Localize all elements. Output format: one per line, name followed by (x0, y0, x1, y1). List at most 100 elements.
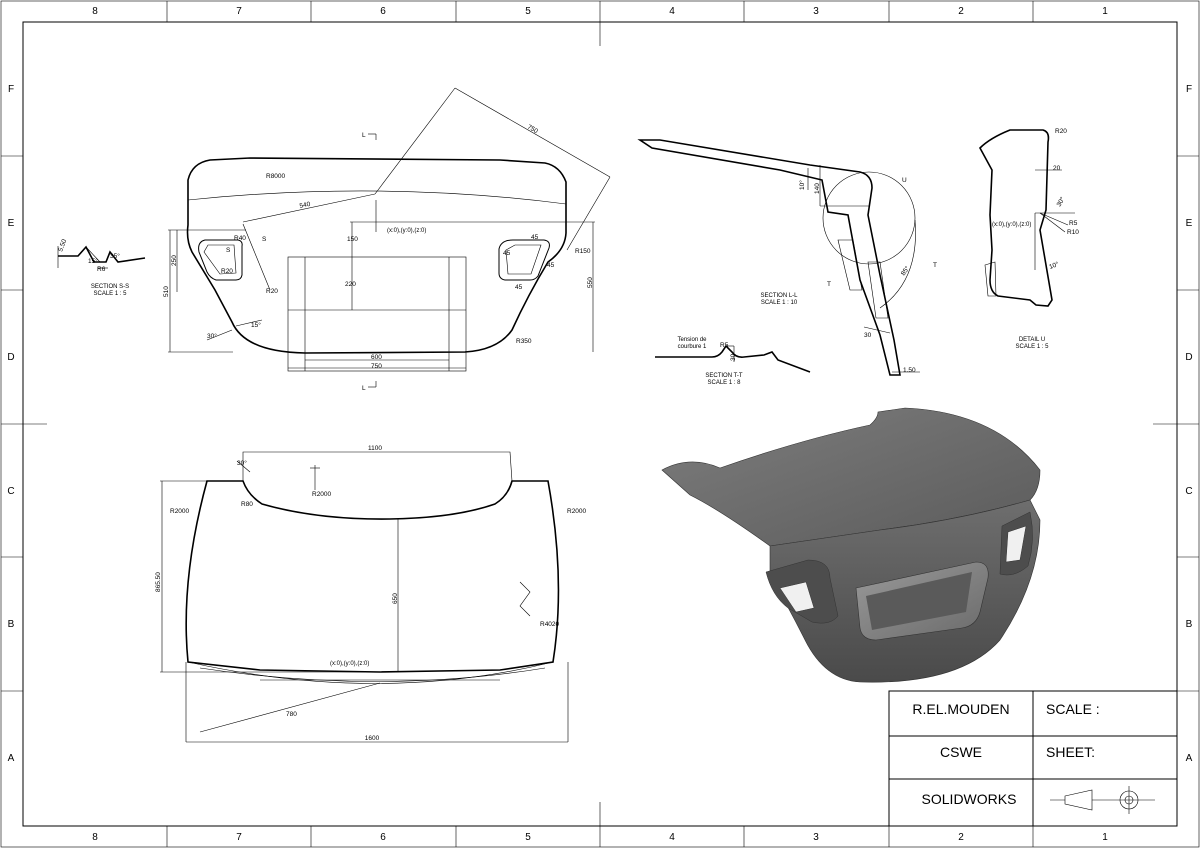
cut-label-s-1: S (226, 247, 231, 254)
dim-140: 140 (814, 183, 821, 194)
cut-label-t-1: T (827, 281, 831, 288)
zone-col-top-6: 3 (813, 6, 819, 17)
dim-780: 780 (286, 711, 297, 718)
dim-r5-detail: R5 (1069, 220, 1078, 227)
zone-row-right-b: B (1186, 619, 1193, 630)
dim-510: 510 (163, 286, 170, 297)
dim-r20-edge: R20 (266, 288, 278, 295)
dim-r150: R150 (575, 248, 591, 255)
zone-row-left-a: A (8, 753, 15, 764)
section-l-l-scale: SCALE 1 : 10 (761, 300, 798, 306)
dim-r10-detail: R10 (1067, 229, 1079, 236)
dim-r2000-left: R2000 (170, 508, 190, 515)
dim-600: 600 (371, 354, 382, 361)
zone-col-bottom-5: 4 (669, 832, 675, 843)
dim-150: 150 (347, 236, 358, 243)
dim-540: 540 (299, 201, 311, 210)
cut-label-l-bottom: L (362, 385, 366, 392)
zone-row-right-c: C (1185, 486, 1192, 497)
dim-1100: 1100 (368, 445, 382, 452)
zone-col-top-4: 5 (525, 6, 531, 17)
dim-5-50: 5.50 (57, 238, 68, 253)
dim-r80: R80 (241, 501, 253, 508)
dim-650: 650 (392, 593, 399, 604)
zone-col-bottom-1: 8 (92, 832, 98, 843)
detail-u-view: R20 20 30° (x:0),(y:0),(z:0) R5 R10 10° … (979, 128, 1079, 350)
zone-row-right-f: F (1186, 84, 1192, 95)
zone-col-top-8: 1 (1102, 6, 1108, 17)
dim-750: 750 (371, 363, 382, 370)
dim-r2000-right: R2000 (567, 508, 587, 515)
origin-coord-detail: (x:0),(y:0),(z:0) (992, 222, 1031, 228)
section-s-s-view: 5.50 15° R6 35° SECTION S-S SCALE 1 : 5 (57, 238, 146, 297)
zone-col-top-7: 2 (958, 6, 964, 17)
title-author: R.EL.MOUDEN (912, 701, 1009, 717)
zone-row-left-b: B (8, 619, 15, 630)
zone-col-bottom-8: 1 (1102, 832, 1108, 843)
section-t-t-title: SECTION T-T (705, 373, 743, 379)
dim-angle-30: 30° (207, 332, 217, 340)
dim-250: 250 (171, 255, 178, 266)
section-t-t-scale: SCALE 1 : 8 (707, 380, 741, 386)
dim-1600: 1600 (365, 735, 380, 742)
dim-45-right: 45 (547, 262, 555, 269)
cut-label-l-top: L (362, 132, 366, 139)
front-view: R8000 540 750 (x:0),(y:0),(z:0) 150 220 … (163, 87, 611, 392)
dim-45-bottom: 45 (515, 284, 523, 291)
section-t-t-view: Tension de courbure 1 R5 30 SECTION T-T … (655, 337, 811, 386)
dim-r40: R40 (234, 235, 246, 242)
dim-r8000: R8000 (266, 173, 286, 180)
dim-r6: R6 (97, 266, 106, 273)
cut-label-s-2: S (262, 236, 267, 243)
zone-col-bottom-3: 6 (380, 832, 386, 843)
zone-col-bottom-2: 7 (236, 832, 242, 843)
zone-row-left-c: C (7, 486, 14, 497)
zone-row-left-d: D (7, 352, 14, 363)
title-sheet-label: SHEET: (1046, 744, 1095, 760)
dim-angle-30-top: 30° (237, 459, 247, 467)
zone-col-bottom-4: 5 (525, 832, 531, 843)
dim-r4020: R4020 (540, 621, 560, 628)
title-software: SOLIDWORKS (922, 791, 1017, 807)
dim-angle-15-ss: 15° (88, 257, 98, 265)
projection-symbol-icon (1050, 786, 1155, 814)
dim-750-diagonal: 750 (526, 124, 539, 136)
zone-col-bottom-6: 3 (813, 832, 819, 843)
dim-220: 220 (345, 281, 356, 288)
title-certification: CSWE (940, 744, 982, 760)
dim-550: 550 (587, 277, 594, 288)
top-view: 1100 30° R2000 R80 R2000 R2000 865.50 65… (155, 445, 587, 743)
tension-label-1: Tension de (677, 337, 707, 343)
zone-row-left-f: F (8, 84, 14, 95)
dim-45-left: 45 (503, 250, 511, 257)
section-s-s-scale: SCALE 1 : 5 (93, 291, 127, 297)
zone-row-right-a: A (1186, 753, 1193, 764)
dim-r20-detail: R20 (1055, 128, 1067, 135)
dim-20-detail: 20 (1053, 165, 1061, 172)
zone-col-top-1: 8 (92, 6, 98, 17)
dim-r2000-top: R2000 (312, 491, 332, 498)
zone-col-bottom-7: 2 (958, 832, 964, 843)
detail-u-marker: U (902, 177, 907, 184)
zone-row-left-e: E (8, 218, 15, 229)
zone-col-top-5: 4 (669, 6, 675, 17)
detail-u-title: DETAIL U (1019, 337, 1045, 343)
dim-r20-pocket: R20 (221, 268, 233, 275)
dim-30-ll: 30 (864, 332, 872, 339)
origin-coord-front: (x:0),(y:0),(z:0) (387, 228, 426, 234)
dim-45-top: 45 (531, 234, 539, 241)
zone-row-right-d: D (1185, 352, 1192, 363)
dim-r350: R350 (516, 338, 532, 345)
cut-label-t-2: T (933, 262, 937, 269)
dim-r5-tt: R5 (720, 342, 729, 349)
zone-row-right-e: E (1186, 218, 1193, 229)
zone-col-top-3: 6 (380, 6, 386, 17)
zone-col-top-2: 7 (236, 6, 242, 17)
tension-label-2: courbure 1 (678, 344, 707, 350)
title-block: R.EL.MOUDEN SCALE : CSWE SHEET: SOLIDWOR… (888, 690, 1178, 827)
detail-u-scale: SCALE 1 : 5 (1015, 344, 1049, 350)
isometric-3d-view (661, 407, 1041, 683)
section-s-s-title: SECTION S-S (91, 284, 129, 290)
